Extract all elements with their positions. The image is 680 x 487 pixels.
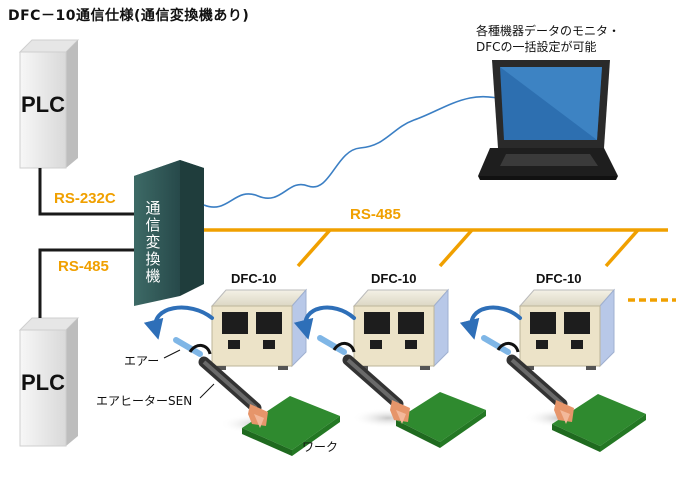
air-hoses bbox=[143, 305, 522, 340]
workpiece-2 bbox=[352, 392, 486, 448]
rs485-left-label: RS-485 bbox=[58, 258, 109, 275]
plc-top-device bbox=[18, 39, 80, 169]
heater-tool-1 bbox=[173, 337, 268, 428]
serial-wires bbox=[38, 168, 140, 318]
rs485-bus bbox=[204, 228, 676, 302]
work-label: ワーク bbox=[302, 440, 339, 454]
label-leaders bbox=[163, 349, 215, 399]
workpiece-3 bbox=[524, 394, 646, 452]
rs232c-label: RS-232C bbox=[54, 190, 116, 207]
laptop-caption: 各種機器データのモニタ・ DFCの一括設定が可能 bbox=[476, 24, 621, 54]
dfc-unit-3 bbox=[518, 288, 616, 370]
heater-tool-3 bbox=[481, 335, 574, 424]
dfc-unit-3-label: DFC-10 bbox=[536, 271, 582, 286]
rs485-bus-label: RS-485 bbox=[350, 206, 401, 223]
dfc-unit-2 bbox=[352, 288, 450, 370]
plc-top-label: PLC bbox=[21, 92, 65, 117]
laptop-device bbox=[478, 60, 618, 180]
heater-label: エアヒーターSEN bbox=[96, 394, 193, 408]
dfc-unit-1-label: DFC-10 bbox=[231, 271, 277, 286]
converter-label: 通信変換機 bbox=[145, 199, 161, 285]
plc-bottom-label: PLC bbox=[21, 370, 65, 395]
heater-tool-2 bbox=[317, 335, 410, 424]
air-label: エアー bbox=[124, 354, 160, 368]
plc-bottom-device bbox=[18, 317, 80, 447]
dfc-unit-2-label: DFC-10 bbox=[371, 271, 417, 286]
converter-device bbox=[134, 160, 204, 306]
dfc-unit-1 bbox=[210, 288, 308, 370]
diagram-title: DFC－10通信仕様(通信変換機あり) bbox=[8, 8, 250, 24]
network-cable bbox=[203, 95, 501, 208]
